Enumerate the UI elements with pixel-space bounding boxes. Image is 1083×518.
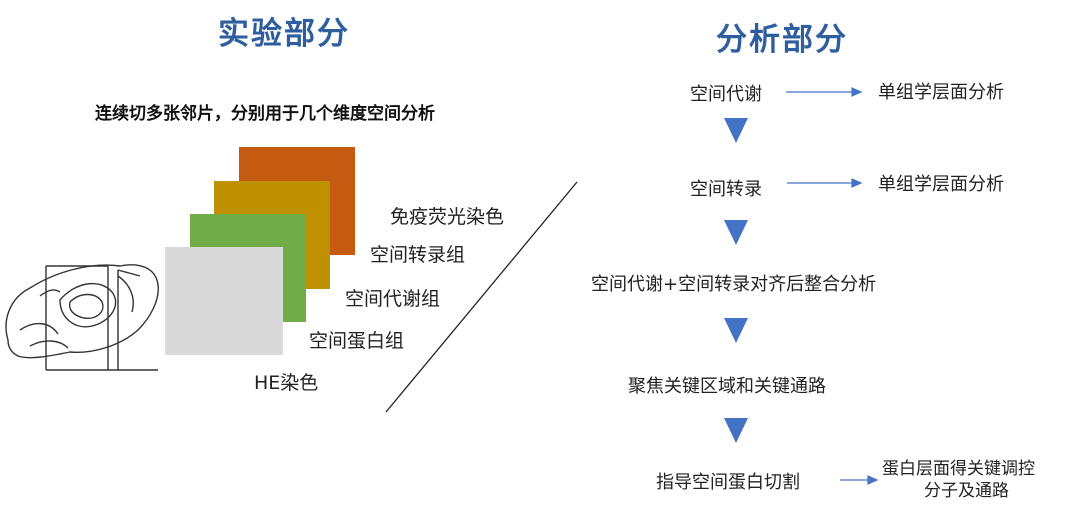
step-protein-cutting: 指导空间蛋白切割 <box>656 472 800 493</box>
label-he-stain: HE染色 <box>254 372 319 394</box>
label-spatial-metabolomics: 空间代谢组 <box>345 288 441 310</box>
step-integration: 空间代谢+空间转录对齐后整合分析 <box>591 274 877 295</box>
analysis-title: 分析部分 <box>716 22 848 58</box>
brain-sketch-icon <box>5 264 159 371</box>
down-arrow-4 <box>724 418 748 443</box>
step-spatial-transcription: 空间转录 <box>690 179 762 200</box>
result-protein-line1: 蛋白层面得关键调控 <box>882 459 1035 479</box>
experiment-title: 实验部分 <box>218 16 350 52</box>
experiment-subtitle: 连续切多张邻片，分别用于几个维度空间分析 <box>95 104 435 124</box>
result-transcription: 单组学层面分析 <box>878 174 1004 195</box>
down-arrow-2 <box>724 220 748 245</box>
result-protein-line2: 分子及通路 <box>924 481 1009 501</box>
label-spatial-transcriptomics: 空间转录组 <box>370 244 466 266</box>
step-spatial-metabolism: 空间代谢 <box>690 84 762 105</box>
divider-line <box>385 181 578 413</box>
result-metabolism: 单组学层面分析 <box>878 82 1004 103</box>
layer-he-stain <box>165 247 283 355</box>
step-focus-region: 聚焦关键区域和关键通路 <box>628 376 826 397</box>
result-protein: 蛋白层面得关键调控 分子及通路 <box>882 458 1035 502</box>
label-immunofluorescence: 免疫荧光染色 <box>390 206 505 228</box>
down-arrow-1 <box>724 118 748 143</box>
down-arrow-3 <box>724 318 748 343</box>
label-spatial-proteomics: 空间蛋白组 <box>309 330 405 352</box>
